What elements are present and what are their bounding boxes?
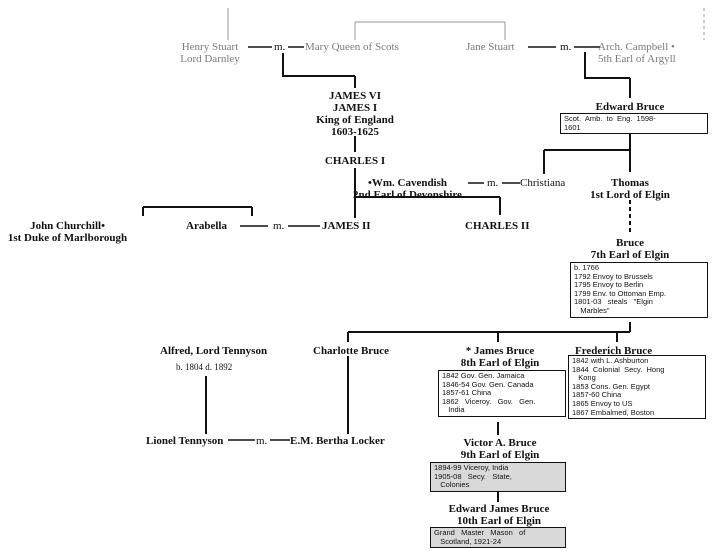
person-frederich-bruce: Frederich Bruce	[575, 345, 653, 357]
info-box-bruce-7th-earl: b. 1766 1792 Envoy to Brussels 1795 Envo…	[570, 262, 708, 318]
person-john-churchill: John Churchill• 1st Duke of Marlborough	[7, 220, 128, 244]
person-james-bruce-8th-earl: * James Bruce 8th Earl of Elgin	[460, 345, 540, 369]
person-bertha-locker: E.M. Bertha Locker	[290, 435, 385, 447]
person-mary-queen-of-scots: Mary Queen of Scots	[305, 41, 399, 53]
person-james-ii: JAMES II	[322, 220, 371, 232]
person-charlotte-bruce: Charlotte Bruce	[313, 345, 390, 357]
person-bruce-7th-earl: Bruce 7th Earl of Elgin	[590, 237, 670, 261]
person-lionel-tennyson: Lionel Tennyson	[146, 435, 224, 447]
person-edward-bruce: Edward Bruce	[595, 101, 665, 113]
person-charles-ii: CHARLES II	[465, 220, 530, 232]
person-arabella: Arabella	[186, 220, 227, 232]
info-box-frederich-bruce: 1842 with L. Ashburton 1844 Colonial Sec…	[568, 355, 706, 420]
info-box-james-bruce: 1842 Gov. Gen. Jamaica 1846-54 Gov. Gen.…	[438, 370, 566, 417]
info-box-edward-james-bruce: Grand Master Mason of Scotland, 1921-24	[430, 527, 566, 549]
info-box-victor-bruce: 1894-99 Viceroy, India 1905-08 Secy. Sta…	[430, 462, 566, 492]
person-wm-cavendish: •Wm. Cavendish 2nd Earl of Devonshire	[353, 177, 462, 201]
person-arch-campbell: Arch. Campbell • 5th Earl of Argyll	[598, 41, 676, 65]
person-jane-stuart: Jane Stuart	[466, 41, 515, 53]
person-christiana: Christiana	[520, 177, 566, 189]
marriage-label: m.	[487, 177, 499, 189]
person-thomas: Thomas 1st Lord of Elgin	[590, 177, 670, 201]
person-charles-i: CHARLES I	[324, 155, 386, 167]
person-james-vi: JAMES VI JAMES I King of England 1603-16…	[316, 90, 394, 138]
person-henry-stuart: Henry Stuart Lord Darnley	[180, 41, 240, 65]
marriage-label: m.	[273, 220, 285, 232]
marriage-label: m.	[256, 435, 268, 447]
marriage-label: m.	[274, 41, 286, 53]
info-box-edward-bruce: Scot. Amb. to Eng. 1598- 1601	[560, 113, 708, 135]
tennyson-dates: b. 1804 d. 1892	[176, 362, 233, 372]
person-alfred-tennyson: Alfred, Lord Tennyson	[160, 345, 268, 357]
marriage-label: m.	[560, 41, 572, 53]
person-edward-james-bruce: Edward James Bruce 10th Earl of Elgin	[448, 503, 550, 527]
person-victor-bruce: Victor A. Bruce 9th Earl of Elgin	[460, 437, 540, 461]
